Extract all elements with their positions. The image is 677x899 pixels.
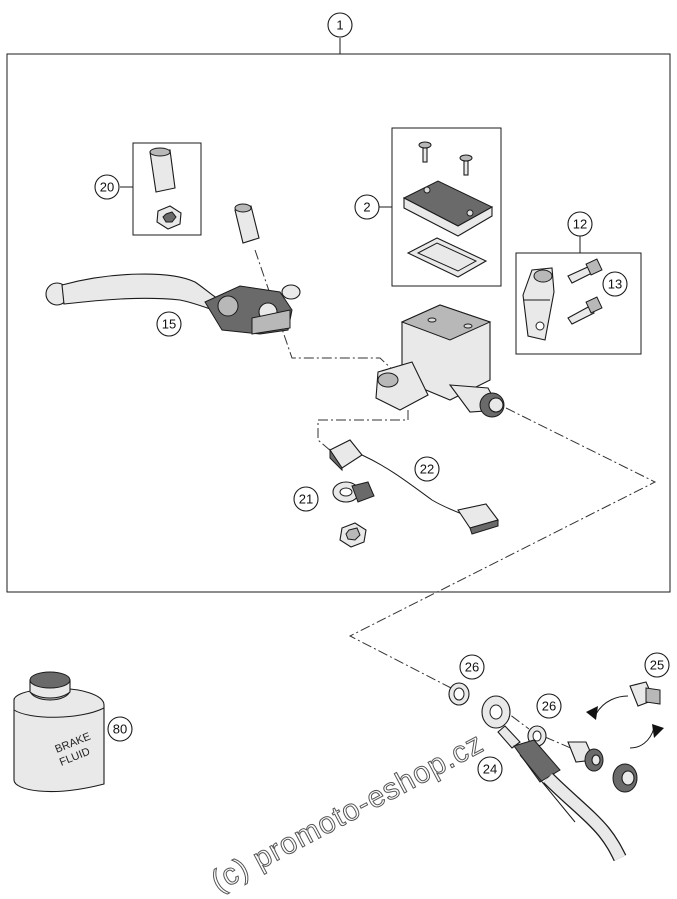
callout-25: 25	[644, 652, 670, 678]
svg-text:80: 80	[113, 722, 127, 737]
rotation-arrows	[586, 695, 664, 749]
callout-24: 24	[477, 756, 503, 782]
svg-text:15: 15	[162, 317, 176, 332]
part-20-sleeve-nut	[149, 147, 182, 230]
part-2-cover-kit	[402, 141, 494, 278]
svg-text:12: 12	[573, 217, 587, 232]
callout-20: 20	[94, 174, 133, 200]
callout-26b: 26	[536, 693, 562, 719]
watermark-text: (c) promoto-eshop.cz	[206, 727, 489, 899]
part-25-bleeder	[567, 681, 661, 793]
part-15-lever	[45, 203, 301, 335]
svg-text:13: 13	[608, 277, 622, 292]
callout-13: 13	[602, 271, 628, 297]
brake-fluid-bottle	[13, 671, 105, 793]
part-26-washer-a	[448, 682, 470, 706]
svg-text:22: 22	[420, 462, 434, 477]
part-24-brake-line	[481, 695, 627, 862]
svg-text:26: 26	[465, 660, 479, 675]
part-22-switch-cable	[329, 439, 499, 535]
callout-2: 2	[354, 194, 392, 220]
svg-text:2: 2	[363, 200, 370, 215]
callout-21: 21	[293, 486, 319, 512]
callout-1: 1	[327, 12, 353, 38]
master-cylinder	[375, 304, 505, 418]
assembly-frame	[6, 53, 671, 593]
callout-22: 22	[414, 456, 440, 482]
svg-text:26: 26	[542, 699, 556, 714]
svg-text:20: 20	[100, 180, 114, 195]
kit-box-12	[515, 252, 642, 355]
kit-box-20	[132, 142, 202, 236]
part-13-screws	[567, 258, 603, 325]
svg-text:24: 24	[483, 762, 497, 777]
svg-text:21: 21	[299, 492, 313, 507]
part-12-clamp	[522, 267, 555, 341]
callout-12: 12	[567, 211, 593, 237]
callout-15: 15	[156, 311, 182, 337]
callout-26a: 26	[459, 654, 485, 680]
svg-text:25: 25	[650, 658, 664, 673]
callout-80: 80	[107, 716, 133, 742]
part-21-nut-washer	[332, 481, 375, 548]
svg-text:1: 1	[336, 18, 343, 33]
